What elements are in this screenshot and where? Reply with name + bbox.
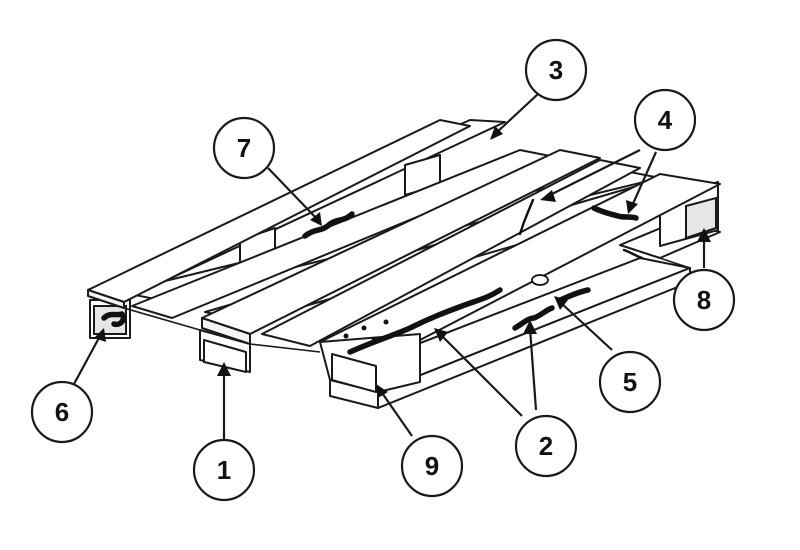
stringer-edge bbox=[619, 244, 691, 269]
damage-6-block bbox=[101, 311, 127, 328]
front-left-block-face bbox=[203, 339, 247, 373]
front-right-block-face bbox=[331, 353, 377, 393]
leader-4b bbox=[630, 151, 658, 207]
callout-4-circle bbox=[633, 88, 697, 152]
deck-edge-2 bbox=[249, 343, 321, 353]
leader-2b bbox=[528, 327, 538, 411]
crack-2-bottom bbox=[512, 305, 555, 331]
leader-3 bbox=[494, 93, 539, 135]
callout-4: 4 bbox=[633, 88, 697, 152]
top-board-4 bbox=[261, 159, 641, 347]
arrow-2b bbox=[523, 320, 537, 334]
nail-2 bbox=[361, 325, 367, 331]
callout-6-label: 6 bbox=[55, 397, 69, 427]
callout-7: 7 bbox=[212, 116, 276, 180]
nail-3 bbox=[371, 337, 377, 343]
leader-2a bbox=[439, 333, 523, 417]
leader-7 bbox=[267, 167, 319, 221]
nail-1 bbox=[343, 333, 349, 339]
callout-2-circle bbox=[514, 414, 578, 478]
crack-7-top-board bbox=[302, 211, 355, 239]
arrow-8 bbox=[697, 228, 711, 242]
arrow-7 bbox=[310, 212, 322, 226]
arrow-5 bbox=[554, 296, 568, 310]
arrow-1 bbox=[217, 362, 231, 376]
callout-8-circle bbox=[672, 268, 736, 332]
callout-3: 3 bbox=[524, 38, 588, 102]
callout-3-label: 3 bbox=[549, 55, 563, 85]
crack-4-split bbox=[518, 198, 535, 236]
callout-2-label: 2 bbox=[539, 431, 553, 461]
callout-1-label: 1 bbox=[217, 455, 231, 485]
leader-9 bbox=[379, 389, 413, 437]
arrow-4b bbox=[626, 200, 638, 214]
leader-5 bbox=[559, 301, 613, 351]
arrow-3 bbox=[490, 126, 503, 140]
arrow-6 bbox=[94, 328, 106, 342]
callout-8-label: 8 bbox=[697, 285, 711, 315]
pallet-drawing bbox=[87, 119, 721, 409]
callout-1-circle bbox=[192, 438, 256, 502]
arrow-4a bbox=[540, 190, 556, 202]
arrow-2a bbox=[434, 328, 448, 342]
callout-6-circle bbox=[30, 380, 94, 444]
crack-2-long bbox=[347, 287, 503, 355]
callout-5: 5 bbox=[598, 350, 662, 414]
hole-5 bbox=[531, 274, 549, 286]
callout-9-label: 9 bbox=[425, 451, 439, 481]
callout-3-circle bbox=[524, 38, 588, 102]
callout-1: 1 bbox=[192, 438, 256, 502]
callout-9-circle bbox=[400, 434, 464, 498]
callout-6: 6 bbox=[30, 380, 94, 444]
callout-7-label: 7 bbox=[237, 133, 251, 163]
leader-lines bbox=[73, 93, 711, 444]
callout-4-label: 4 bbox=[658, 105, 673, 135]
right-end-block-face bbox=[685, 196, 717, 240]
nail-4 bbox=[383, 319, 389, 325]
callout-7-circle bbox=[212, 116, 276, 180]
arrow-9 bbox=[376, 384, 388, 398]
callout-5-circle bbox=[598, 350, 662, 414]
leader-6 bbox=[73, 335, 101, 385]
crack-8-small bbox=[622, 248, 644, 260]
callout-9: 9 bbox=[400, 434, 464, 498]
leader-4a bbox=[547, 149, 641, 197]
crack-4-right bbox=[591, 205, 639, 221]
callout-2: 2 bbox=[514, 414, 578, 478]
callout-5-label: 5 bbox=[623, 367, 637, 397]
deck-edge-1 bbox=[123, 307, 201, 331]
callout-8: 8 bbox=[672, 268, 736, 332]
